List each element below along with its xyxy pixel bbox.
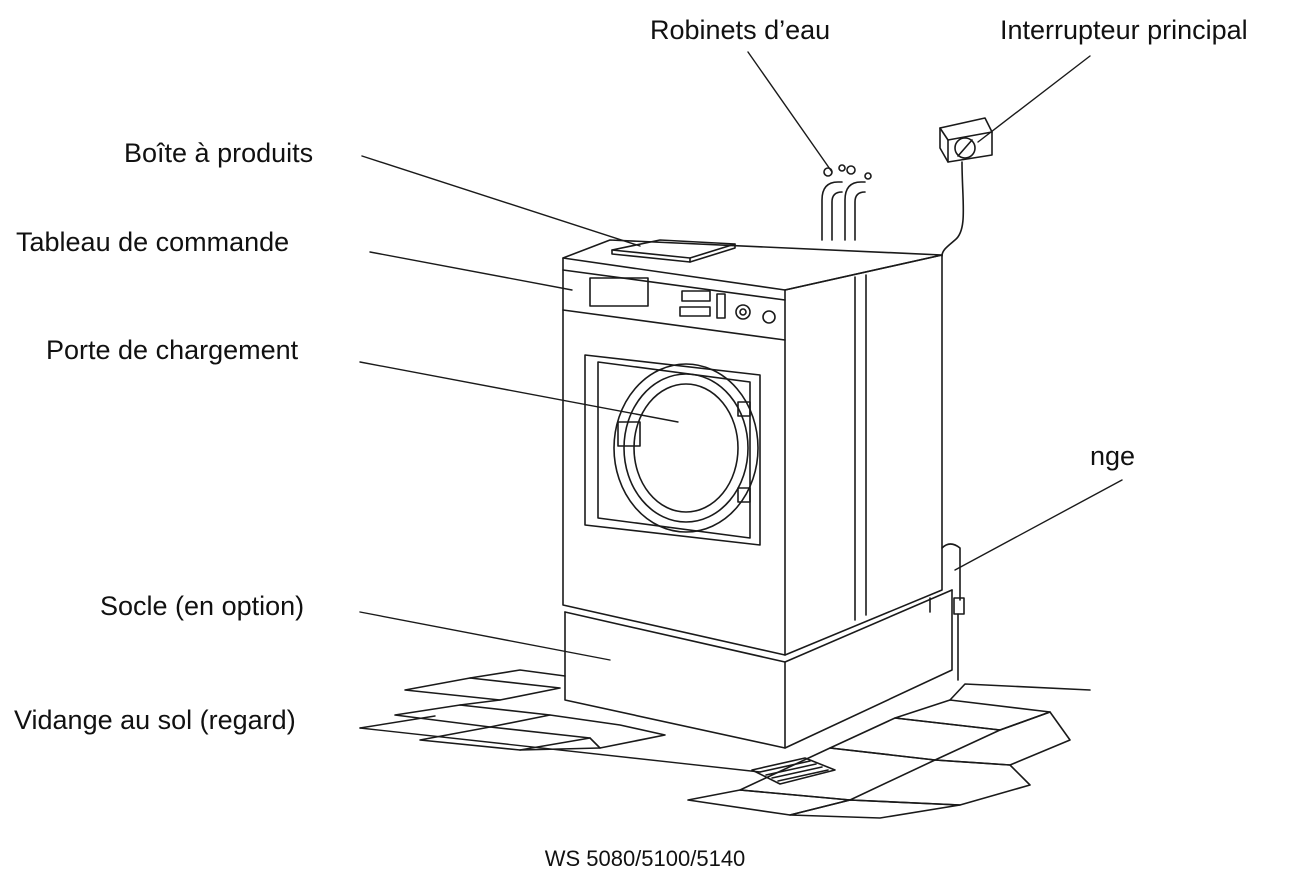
machine-body — [562, 239, 943, 656]
plinth — [564, 589, 953, 749]
label-interrupteur-principal: Interrupteur principal — [1000, 15, 1248, 45]
floor-drain-grate — [751, 757, 836, 785]
leader-lines — [359, 51, 1123, 773]
label-robinets-eau: Robinets d’eau — [650, 15, 831, 45]
model-caption: WS 5080/5100/5140 — [544, 846, 746, 871]
label-vidange-partial: nge — [1090, 441, 1136, 471]
floor-tiles-left — [394, 669, 666, 751]
main-switch — [939, 117, 993, 257]
water-taps — [821, 164, 872, 241]
label-boite-produits: Boîte à produits — [124, 138, 314, 168]
detergent-box — [611, 239, 736, 263]
control-panel — [589, 277, 776, 324]
drain-pipe — [941, 543, 965, 681]
floor-tiles-right — [687, 683, 1091, 819]
label-vidange-sol: Vidange au sol (regard) — [14, 705, 296, 735]
label-socle-option: Socle (en option) — [100, 591, 305, 621]
label-porte-chargement: Porte de chargement — [46, 335, 299, 365]
loading-door — [584, 354, 761, 546]
label-tableau-commande: Tableau de commande — [16, 227, 290, 257]
